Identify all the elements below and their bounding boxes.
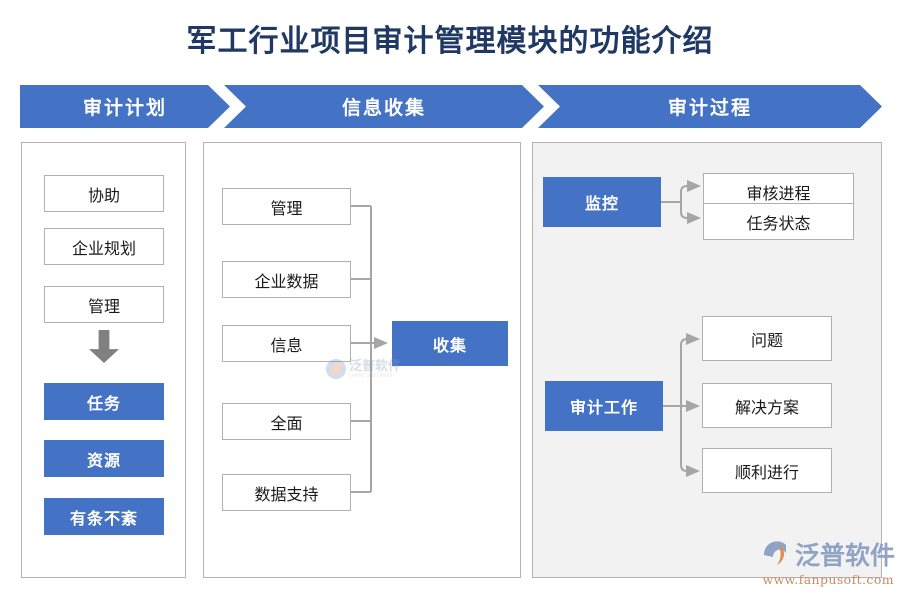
fanpu-logo: 泛普软件 www.fanpusoft.com — [762, 539, 896, 587]
collection-source-box-5[interactable]: 数据支持 — [222, 474, 351, 511]
process-group-head-audit-work[interactable]: 审计工作 — [545, 381, 663, 431]
plan-input-box-3[interactable]: 管理 — [44, 286, 164, 323]
fanpu-logo-url: www.fanpusoft.com — [762, 572, 894, 587]
center-watermark: 泛普软件 FANPU SOFTWARE — [326, 355, 422, 383]
banner-step-plan[interactable]: 审计计划 — [20, 85, 230, 128]
plan-output-box-2[interactable]: 资源 — [44, 440, 164, 477]
collection-target-box[interactable]: 收集 — [392, 321, 508, 366]
process-audit-item-2[interactable]: 解决方案 — [702, 383, 832, 428]
fanpu-logo-icon — [762, 540, 792, 570]
banner-step-process[interactable]: 审计过程 — [538, 85, 882, 128]
banner-step-collection-label: 信息收集 — [341, 97, 426, 119]
plan-input-box-1[interactable]: 协助 — [44, 175, 164, 212]
fanpu-mark-icon — [326, 359, 346, 379]
process-group-head-monitor[interactable]: 监控 — [543, 177, 661, 227]
center-watermark-brand: 泛普软件 — [349, 359, 402, 374]
collection-source-box-1[interactable]: 管理 — [222, 188, 351, 225]
plan-output-box-1[interactable]: 任务 — [44, 383, 164, 420]
plan-output-box-3[interactable]: 有条不紊 — [44, 498, 164, 535]
page-title: 军工行业项目审计管理模块的功能介绍 — [186, 24, 714, 59]
center-watermark-sub: FANPU SOFTWARE — [349, 373, 394, 378]
process-monitor-item-2[interactable]: 任务状态 — [703, 203, 854, 240]
process-audit-item-3[interactable]: 顺利进行 — [702, 448, 832, 493]
banner-step-collection[interactable]: 信息收集 — [224, 85, 544, 128]
plan-input-box-2[interactable]: 企业规划 — [44, 228, 164, 265]
collection-source-box-3[interactable]: 信息 — [222, 325, 351, 362]
collection-source-box-4[interactable]: 全面 — [222, 403, 351, 440]
banner-step-plan-label: 审计计划 — [82, 97, 167, 119]
process-banner: 审计计划 信息收集 审计过程 — [20, 85, 882, 128]
banner-step-process-label: 审计过程 — [667, 97, 752, 119]
collection-source-box-2[interactable]: 企业数据 — [222, 261, 351, 298]
process-audit-item-1[interactable]: 问题 — [702, 316, 832, 361]
fanpu-logo-text: 泛普软件 — [795, 540, 896, 570]
